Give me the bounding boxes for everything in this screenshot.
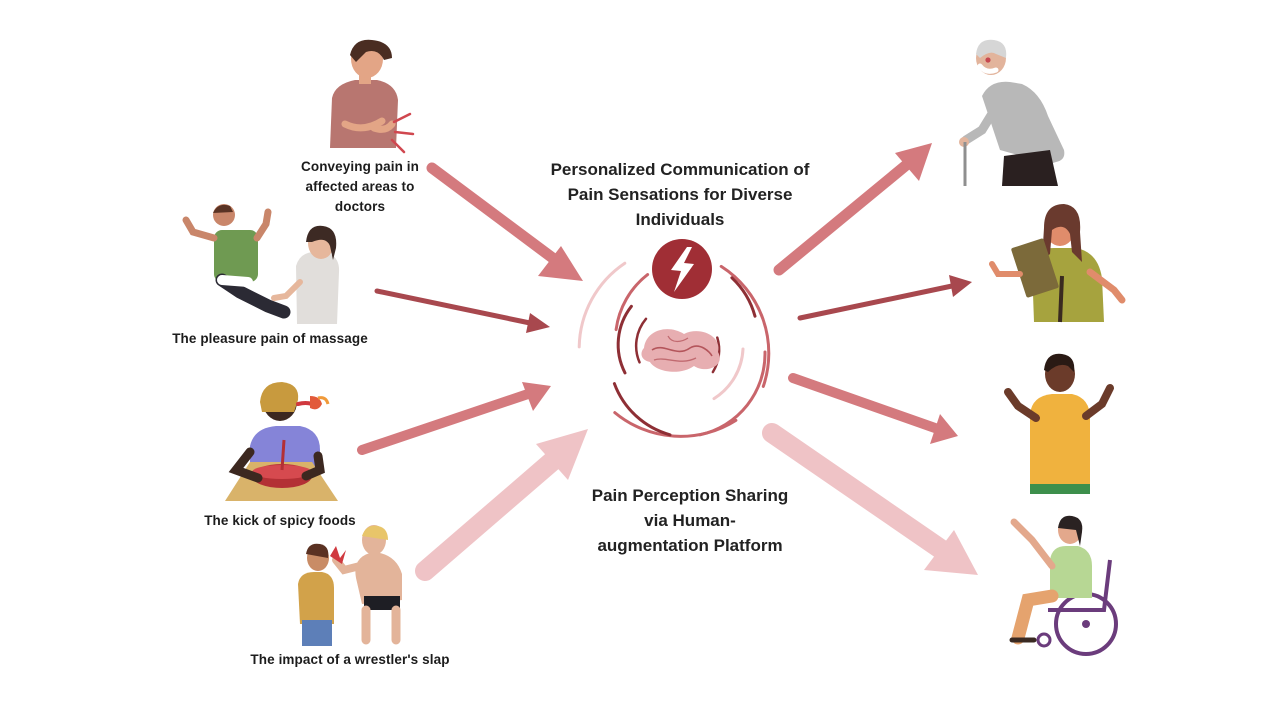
lightning-bolt-icon (652, 239, 712, 299)
person-eating-spicy-food-illustration (225, 382, 338, 501)
arrow-to-clipboard-woman (797, 275, 972, 321)
scenario-label-doctor: Conveying pain in affected areas to doct… (270, 157, 450, 217)
center-bottom-title-line: via Human- (644, 511, 736, 530)
scenario-label-wrestler: The impact of a wrestler's slap (220, 650, 480, 670)
scenario-label-line: The impact of a wrestler's slap (250, 652, 450, 667)
scenario-label-massage: The pleasure pain of massage (140, 329, 400, 349)
woman-with-clipboard-illustration (989, 204, 1126, 323)
wrestler-slap-illustration (298, 525, 402, 646)
arrow-from-doctor (426, 162, 583, 281)
scenario-label-line: affected areas to (305, 179, 415, 194)
central-rings (577, 261, 771, 438)
man-holding-stomach-illustration (330, 39, 415, 154)
center-top-title-line: Personalized Communication of (550, 160, 810, 179)
arrow-to-elderly (773, 143, 932, 276)
center-bottom-title-line: Pain Perception Sharing (591, 486, 789, 505)
scenario-label-spicy-food: The kick of spicy foods (170, 511, 390, 531)
arrow-from-wrestler (415, 429, 588, 581)
center-top-title-line: Pain Sensations for Diverse (567, 185, 793, 204)
center-bottom-title-line: augmentation Platform (597, 536, 783, 555)
scenario-label-line: doctors (334, 199, 386, 214)
center-bottom-title: Pain Perception Sharing via Human- augme… (540, 483, 840, 558)
elderly-man-with-cane-illustration (959, 39, 1065, 186)
arrow-from-spicy-food (357, 382, 551, 455)
arrow-to-wheelchair-user (762, 423, 978, 575)
wheelchair-user-illustration (1009, 515, 1118, 656)
scenario-label-line: Conveying pain in (301, 159, 419, 174)
center-top-title-line: Individuals (635, 210, 725, 229)
arrow-from-massage (374, 288, 550, 333)
scenario-label-line: The kick of spicy foods (204, 513, 356, 528)
scenario-label-line: The pleasure pain of massage (172, 331, 368, 346)
center-top-title: Personalized Communication of Pain Sensa… (510, 157, 850, 232)
cheering-person-illustration (1004, 353, 1114, 494)
massage-therapist-illustration (182, 204, 340, 324)
brain-icon (641, 329, 720, 372)
arrow-to-cheering-person (788, 373, 958, 444)
